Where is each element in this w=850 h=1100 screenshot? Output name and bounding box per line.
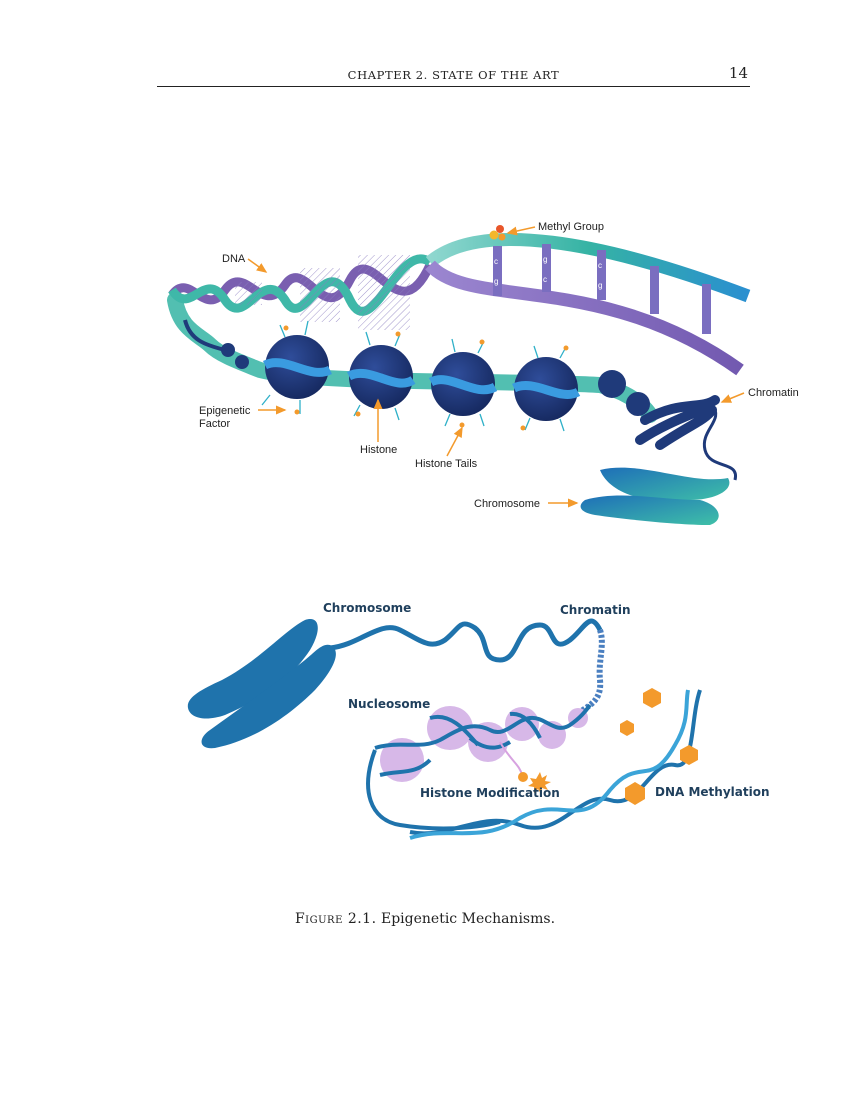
base-c-1: c — [494, 257, 498, 266]
histone-3 — [428, 352, 498, 416]
nucleosomes — [374, 703, 592, 794]
histone-2 — [346, 345, 416, 409]
page-number: 14 — [728, 64, 748, 82]
dna-methylation-icons — [620, 688, 698, 805]
running-head: CHAPTER 2. STATE OF THE ART 14 — [157, 64, 750, 87]
label-epigenetic-factor-2: Factor — [199, 418, 231, 430]
x-chromosome — [187, 619, 336, 749]
figure-caption: Figure 2.1. Epigenetic Mechanisms. — [0, 911, 850, 927]
histone-modification-icon — [518, 772, 528, 782]
label-nucleosome: Nucleosome — [348, 697, 430, 711]
label-chromatin-bottom: Chromatin — [560, 603, 631, 617]
label-epigenetic-factor: Epigenetic — [199, 405, 251, 417]
dna-double-helix: c g g c c g — [168, 225, 751, 376]
caption-text: Epigenetic Mechanisms. — [381, 911, 556, 927]
chapter-title: CHAPTER 2. STATE OF THE ART — [347, 68, 560, 82]
base-g-1: g — [494, 277, 498, 286]
histone-1 — [262, 335, 333, 399]
label-chromosome-bottom: Chromosome — [323, 601, 411, 615]
methyl-group-icon — [489, 230, 499, 240]
label-histone: Histone — [360, 444, 397, 456]
label-chromatin: Chromatin — [748, 387, 799, 399]
label-dna: DNA — [222, 253, 246, 265]
caption-label: Figure 2.1. — [294, 911, 377, 927]
base-g-3: g — [598, 281, 602, 290]
label-dna-methylation: DNA Methylation — [655, 785, 770, 799]
nucleosome-string — [167, 292, 737, 481]
base-c-2: c — [543, 275, 547, 284]
chromosome-shape — [580, 467, 730, 525]
label-chromosome: Chromosome — [474, 498, 540, 510]
label-histone-tails: Histone Tails — [415, 458, 478, 470]
label-histone-modification: Histone Modification — [420, 786, 560, 800]
base-c-3: c — [598, 261, 602, 270]
base-g-2: g — [543, 255, 547, 264]
top-figure: c g g c c g — [167, 221, 799, 525]
label-methyl-group: Methyl Group — [538, 221, 604, 233]
bottom-figure: Chromosome Chromatin Nucleosome Histone … — [187, 601, 770, 840]
histone-4 — [512, 357, 581, 421]
